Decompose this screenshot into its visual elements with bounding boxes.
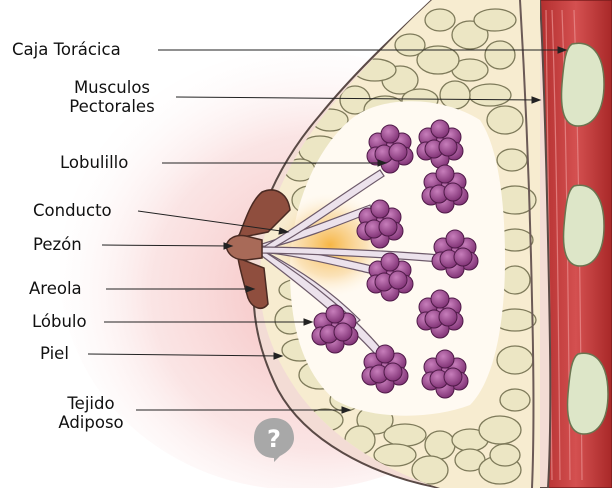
rib-3 <box>568 353 608 434</box>
fat-lobule <box>474 9 516 31</box>
fat-lobule <box>487 106 523 134</box>
fat-lobule <box>384 424 426 446</box>
gland-bud <box>446 230 464 248</box>
rib-2 <box>564 185 604 266</box>
fat-lobule <box>412 456 448 484</box>
gland-bud <box>371 200 389 218</box>
fat-lobule <box>497 346 533 374</box>
gland-bud <box>326 305 344 323</box>
fat-lobule <box>497 149 527 171</box>
label-musculos-line1: Musculos <box>50 78 174 97</box>
fat-lobule <box>490 444 520 466</box>
gland-bud <box>381 125 399 143</box>
fat-lobule <box>469 84 511 106</box>
gland-bud <box>431 120 449 138</box>
gland-bud <box>381 253 399 271</box>
gland-bud <box>436 350 454 368</box>
fat-lobule <box>479 416 521 444</box>
gland-bud <box>439 138 457 156</box>
label-caja-toracica: Caja Torácica <box>12 40 121 59</box>
fat-lobule <box>425 431 455 459</box>
gland-bud <box>389 271 407 289</box>
label-musculos-pectorales: Musculos Pectorales <box>50 78 174 116</box>
gland-bud <box>376 345 394 363</box>
gland-bud <box>439 308 457 326</box>
svg-text:?: ? <box>267 425 281 453</box>
gland-bud <box>436 165 454 183</box>
nipple <box>226 235 262 260</box>
label-musculos-line2: Pectorales <box>50 97 174 116</box>
label-pezon: Pezón <box>33 235 82 254</box>
gland-bud <box>334 323 352 341</box>
label-lobulillo: Lobulillo <box>60 153 128 172</box>
label-tejido-line2: Adiposo <box>46 413 136 432</box>
label-areola: Areola <box>29 279 82 298</box>
label-conducto: Conducto <box>33 201 112 220</box>
gland-bud <box>379 218 397 236</box>
label-piel: Piel <box>40 344 69 363</box>
gland-bud <box>389 143 407 161</box>
gland-bud <box>454 248 472 266</box>
label-lobulo: Lóbulo <box>32 312 87 331</box>
fat-lobule <box>500 389 530 411</box>
fat-lobule <box>425 9 455 31</box>
label-tejido-adiposo: Tejido Adiposo <box>46 394 136 432</box>
rib-1 <box>562 43 604 126</box>
fat-lobule <box>485 41 515 69</box>
fat-lobule <box>440 81 470 109</box>
fat-lobule <box>395 34 425 56</box>
gland-bud <box>444 183 462 201</box>
gland-bud <box>444 368 462 386</box>
gland-bud <box>384 363 402 381</box>
gland-bud <box>431 290 449 308</box>
label-tejido-line1: Tejido <box>46 394 136 413</box>
